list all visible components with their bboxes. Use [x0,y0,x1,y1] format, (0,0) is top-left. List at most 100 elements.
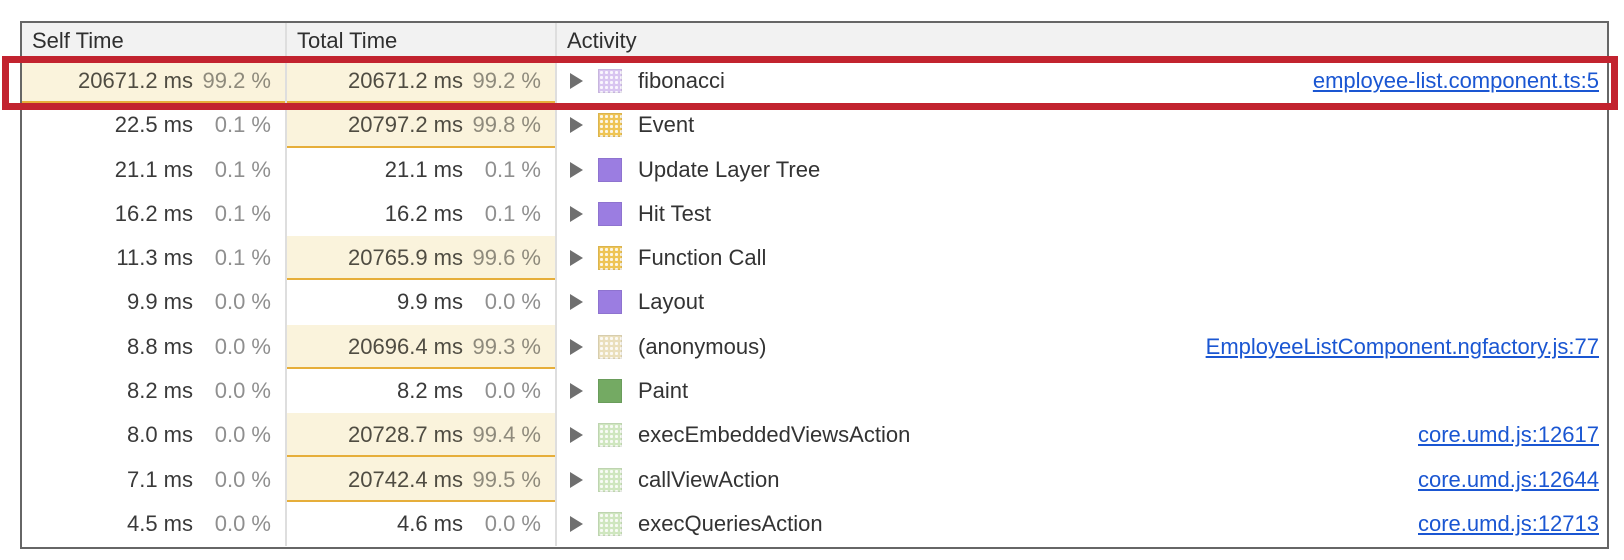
activity-cell: (anonymous) EmployeeListComponent.ngfact… [557,325,1607,369]
column-header-activity[interactable]: Activity [567,27,637,53]
self-time-value: 16.2 ms [114,200,193,226]
self-time-value: 4.5 ms [126,510,193,536]
activity-cell: execQueriesAction core.umd.js:12713 [557,502,1607,546]
expand-arrow-icon[interactable] [570,161,583,178]
expand-arrow-icon[interactable] [570,250,583,267]
self-time-cell: 7.1 ms 0.0 % [22,457,287,502]
total-time-percent: 99.8 % [472,112,542,138]
total-time-cell: 20728.7 ms 99.4 % [287,413,557,458]
total-time-percent: 0.0 % [484,378,541,404]
self-time-cell: 8.2 ms 0.0 % [22,368,287,414]
expand-arrow-icon[interactable] [570,515,583,532]
self-time-value: 11.3 ms [116,245,193,271]
table-row[interactable]: 21.1 ms 0.1 % 21.1 ms 0.1 % Update Layer… [22,147,1607,192]
total-time-percent: 99.4 % [472,422,542,448]
total-time-value: 16.2 ms [384,200,463,226]
total-time-value: 20671.2 ms [348,68,463,94]
source-location-link[interactable]: core.umd.js:12713 [1418,510,1599,536]
total-time-percent: 0.0 % [484,510,541,536]
total-time-value: 4.6 ms [396,510,463,536]
activity-label[interactable]: Paint [638,378,689,404]
activity-label[interactable]: (anonymous) [638,333,767,359]
source-location-link[interactable]: core.umd.js:12617 [1418,422,1599,448]
table-body: 20671.2 ms 99.2 % 20671.2 ms 99.2 % fibo… [22,59,1607,546]
activity-label[interactable]: execEmbeddedViewsAction [638,422,911,448]
self-time-percent: 0.0 % [214,466,271,492]
expand-arrow-icon[interactable] [570,73,583,90]
scripting-category-swatch [598,69,622,94]
total-time-value: 21.1 ms [384,156,463,182]
activity-label[interactable]: fibonacci [638,68,725,94]
self-time-value: 7.1 ms [126,466,193,492]
source-location-link[interactable]: EmployeeListComponent.ngfactory.js:77 [1205,333,1599,359]
total-time-value: 9.9 ms [396,289,463,315]
self-time-cell: 8.0 ms 0.0 % [22,413,287,458]
total-time-cell: 4.6 ms 0.0 % [287,501,557,546]
self-time-value: 8.2 ms [126,378,193,404]
activity-cell: Event [557,103,1607,147]
table-row[interactable]: 22.5 ms 0.1 % 20797.2 ms 99.8 % Event [22,103,1607,148]
self-time-percent: 99.2 % [202,68,272,94]
expand-arrow-icon[interactable] [570,471,583,488]
total-time-cell: 8.2 ms 0.0 % [287,368,557,414]
activity-label[interactable]: execQueriesAction [638,510,823,536]
total-time-value: 20696.4 ms [348,333,463,359]
table-row[interactable]: 20671.2 ms 99.2 % 20671.2 ms 99.2 % fibo… [22,59,1607,104]
self-time-value: 21.1 ms [114,156,193,182]
source-location-link[interactable]: core.umd.js:12644 [1418,466,1599,492]
activity-cell: fibonacci employee-list.component.ts:5 [557,59,1607,103]
column-header-self-time[interactable]: Self Time [22,23,287,58]
expand-arrow-icon[interactable] [570,117,583,134]
activity-label[interactable]: Layout [638,289,705,315]
self-time-cell: 20671.2 ms 99.2 % [22,59,287,104]
script-category-swatch [598,423,622,448]
table-row[interactable]: 7.1 ms 0.0 % 20742.4 ms 99.5 % callViewA… [22,457,1607,502]
activity-label[interactable]: Event [638,112,695,138]
total-time-percent: 99.5 % [472,466,542,492]
expand-arrow-icon[interactable] [570,338,583,355]
self-time-percent: 0.1 % [214,156,271,182]
source-location-link[interactable]: employee-list.component.ts:5 [1312,68,1599,94]
scripting-category-swatch [598,246,622,271]
table-row[interactable]: 8.2 ms 0.0 % 8.2 ms 0.0 % Paint [22,368,1607,414]
self-time-cell: 9.9 ms 0.0 % [22,280,287,325]
self-time-percent: 0.1 % [214,200,271,226]
expand-arrow-icon[interactable] [570,427,583,444]
table-row[interactable]: 8.8 ms 0.0 % 20696.4 ms 99.3 % (anonymou… [22,324,1607,369]
activity-cell: Update Layer Tree [557,148,1607,192]
total-time-cell: 20765.9 ms 99.6 % [287,236,557,281]
activity-label[interactable]: Function Call [638,245,767,271]
rendering-category-swatch [598,157,622,182]
table-row[interactable]: 8.0 ms 0.0 % 20728.7 ms 99.4 % execEmbed… [22,413,1607,458]
table-row[interactable]: 16.2 ms 0.1 % 16.2 ms 0.1 % Hit Test [22,191,1607,237]
expand-arrow-icon[interactable] [570,294,583,311]
self-time-cell: 11.3 ms 0.1 % [22,236,287,281]
activity-cell: execEmbeddedViewsAction core.umd.js:1261… [557,413,1607,457]
total-time-percent: 0.0 % [484,289,541,315]
activity-label[interactable]: callViewAction [638,466,780,492]
self-time-percent: 0.0 % [214,378,271,404]
bottom-up-table: Self Time Total Time Activity 20671.2 ms… [20,21,1609,549]
total-time-cell: 20696.4 ms 99.3 % [287,324,557,369]
painting-category-swatch [598,379,622,404]
total-time-value: 8.2 ms [396,378,463,404]
table-row[interactable]: 4.5 ms 0.0 % 4.6 ms 0.0 % execQueriesAct… [22,501,1607,546]
total-time-cell: 20671.2 ms 99.2 % [287,59,557,104]
self-time-percent: 0.1 % [214,112,271,138]
column-header-total-time[interactable]: Total Time [287,23,557,58]
script-category-swatch [598,334,622,359]
table-row[interactable]: 9.9 ms 0.0 % 9.9 ms 0.0 % Layout [22,280,1607,325]
self-time-value: 8.8 ms [126,333,193,359]
total-time-percent: 99.6 % [472,245,542,271]
self-time-cell: 16.2 ms 0.1 % [22,191,287,237]
self-time-cell: 21.1 ms 0.1 % [22,147,287,192]
table-row[interactable]: 11.3 ms 0.1 % 20765.9 ms 99.6 % Function… [22,236,1607,281]
expand-arrow-icon[interactable] [570,205,583,222]
activity-label[interactable]: Update Layer Tree [638,156,821,182]
self-time-percent: 0.0 % [214,289,271,315]
total-time-percent: 99.3 % [472,333,542,359]
total-time-value: 20797.2 ms [348,112,463,138]
self-time-percent: 0.0 % [214,333,271,359]
activity-label[interactable]: Hit Test [638,200,711,226]
expand-arrow-icon[interactable] [570,383,583,400]
